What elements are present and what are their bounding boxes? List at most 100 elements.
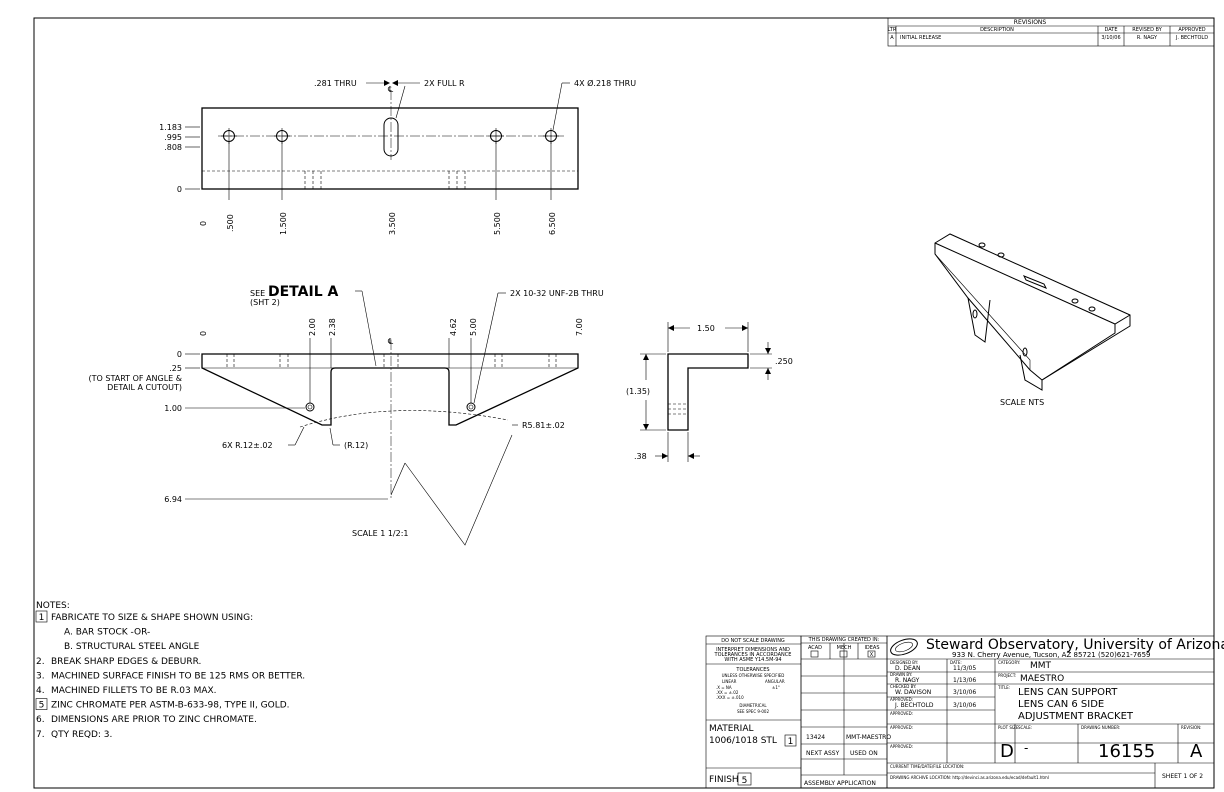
tol-angular: ANGULAR (765, 679, 785, 684)
tol-title: TOLERANCES (735, 667, 769, 673)
dim-front-note1: (TO START OF ANGLE & (89, 374, 182, 383)
do-not-scale: DO NOT SCALE DRAWING (721, 638, 785, 644)
plot-size-label: PLOT SIZE (998, 725, 1019, 730)
assembly-application: ASSEMBLY APPLICATION (804, 780, 876, 787)
note-item: 3. MACHINED SURFACE FINISH TO BE 125 RMS … (36, 671, 305, 681)
note-number: 2. (36, 657, 45, 667)
note-text: ZINC CHROMATE PER ASTM-B-633-98, TYPE II… (51, 701, 290, 711)
ideas-checked: X (870, 652, 874, 658)
finish-note: 5 (742, 776, 748, 786)
mounting-hole (543, 128, 559, 144)
mounting-hole (488, 128, 504, 144)
note-item: 2.BREAK SHARP EDGES & DEBURR. (36, 657, 201, 667)
rev-header-ltr: LTR (888, 27, 897, 33)
rev-ltr: A (890, 35, 894, 41)
note-text: QTY REQD: 3. (51, 730, 112, 740)
tol-xx: .XX = ±.02 (716, 690, 739, 695)
rev-description: INITIAL RELEASE (900, 35, 941, 41)
title-label: TITLE: (997, 685, 1010, 690)
created-in-mech: MECH (837, 645, 852, 651)
dim-front-y694: 6.94 (164, 495, 182, 504)
dim-front-note2: DETAIL A CUTOUT) (107, 383, 182, 392)
dim-top-808: .808 (164, 143, 182, 152)
isometric-view: SCALE NTS (934, 233, 1131, 407)
side-view-outline (667, 353, 749, 431)
approved-label-4: APPROVED: (890, 744, 913, 749)
dim-front-x0: 0 (199, 331, 208, 336)
note-text: MACHINED FILLETS TO BE R.03 MAX. (51, 686, 217, 696)
category-value: MMT (1030, 661, 1052, 671)
top-view: ℄ .281 THRU 2X FULL R 4X Ø.218 THRU 1.18… (159, 78, 636, 235)
drawing-number-label: DRAWING NUMBER: (1081, 725, 1120, 730)
dim-top-x6500: 6.500 (548, 212, 557, 235)
note-number: 3. (36, 671, 45, 681)
finish-label: FINISH (709, 775, 739, 785)
title-block: DO NOT SCALE DRAWING INTERPRET DIMENSION… (705, 635, 1224, 789)
dim-front-y100: 1.00 (164, 404, 182, 413)
checked-label: CHECKED BY: (890, 684, 916, 689)
sheet-border (33, 17, 1215, 789)
detail-a-label: DETAIL A (268, 284, 338, 300)
side-flange: .250 (775, 357, 793, 366)
tol-diam-sub: SEE SPEC 9-002 (737, 709, 769, 714)
approved-label-2: APPROVED: (890, 711, 913, 716)
centerline-symbol: ℄ (388, 85, 394, 94)
callout-tap: 2X 10-32 UNF-2B THRU (510, 289, 604, 298)
note-number: 5 (39, 701, 45, 711)
callout-holes: 4X Ø.218 THRU (574, 78, 636, 88)
archive-location: DRAWING ARCHIVE LOCATION: http://devinci… (890, 775, 1049, 780)
dim-front-x200: 2.00 (308, 318, 317, 336)
note-number: 7. (36, 730, 45, 740)
note-item: 4. MACHINED FILLETS TO BE R.03 MAX. (36, 686, 217, 696)
note-item: 5 ZINC CHROMATE PER ASTM-B-633-98, TYPE I… (35, 698, 290, 711)
dim-top-1183: 1.183 (159, 123, 182, 132)
approved-by: J. BECHTOLD (894, 702, 934, 709)
drawing-number: 16155 (1098, 741, 1155, 762)
see-prefix: SEE (250, 289, 265, 298)
tol-ang: ±1° (772, 685, 780, 690)
designed-by: D. DEAN (895, 665, 920, 672)
rev-approved: J. BECHTOLD (1175, 35, 1208, 41)
revision-value: A (1190, 741, 1203, 762)
tol-text: INTERPRET DIMENSIONS AND (716, 647, 790, 653)
rev-header-revised-by: REVISED BY (1132, 27, 1162, 33)
title-line-1: LENS CAN SUPPORT (1018, 687, 1118, 698)
revision-label: REVISION: (1181, 725, 1201, 730)
side-view: 1.50 .250 (1.35) .38 (626, 322, 793, 462)
note-text: MACHINED SURFACE FINISH TO BE 125 RMS OR… (51, 671, 305, 681)
front-view-outline (201, 353, 579, 426)
org-address: 933 N. Cherry Avenue, Tucson, AZ 85721 (… (952, 651, 1151, 659)
drawn-by: R. NAGY (895, 677, 920, 684)
note-item: A. BAR STOCK -OR- (64, 628, 150, 638)
material-label: MATERIAL (709, 724, 754, 734)
tapped-hole (466, 402, 476, 412)
dim-front-x238: 2.38 (328, 318, 337, 336)
approved-label-3: APPROVED: (890, 725, 913, 730)
current-location-label: CURRENT TIME/DATE/FILE LOCATION: (890, 764, 964, 769)
rev-header-date: DATE (1104, 27, 1117, 33)
tapped-hole (305, 402, 315, 412)
approved-label: APPROVED: (890, 697, 913, 702)
scale-label: SCALE: (1018, 725, 1032, 730)
fillet-ref: (R.12) (344, 441, 368, 450)
top-view-outline (201, 107, 579, 190)
radius-note: R5.81±.02 (522, 421, 565, 430)
dim-front-x500: 5.00 (469, 318, 478, 336)
sheet-number: SHEET 1 OF 2 (1162, 773, 1203, 780)
note-number: 4. (36, 686, 45, 696)
dim-top-x3500: 3.500 (388, 212, 397, 235)
dim-front-x462: 4.62 (449, 318, 458, 336)
title-line-3: ADJUSTMENT BRACKET (1018, 711, 1134, 722)
dim-top-x1500: 1.500 (279, 212, 288, 235)
rev-revised-by: R. NAGY (1137, 35, 1158, 41)
tol-diam: DIAMETRICAL (739, 703, 767, 708)
dim-top-x0: 0 (199, 221, 208, 226)
scale-value: - (1024, 741, 1028, 755)
project-value: MAESTRO (1020, 674, 1064, 684)
material-note: 1 (788, 737, 794, 747)
dim-front-x700: 7.00 (575, 318, 584, 336)
date-label: DATE: (950, 660, 962, 665)
category-label: CATEGORY: (998, 660, 1020, 665)
svg-text:℄: ℄ (388, 337, 394, 346)
